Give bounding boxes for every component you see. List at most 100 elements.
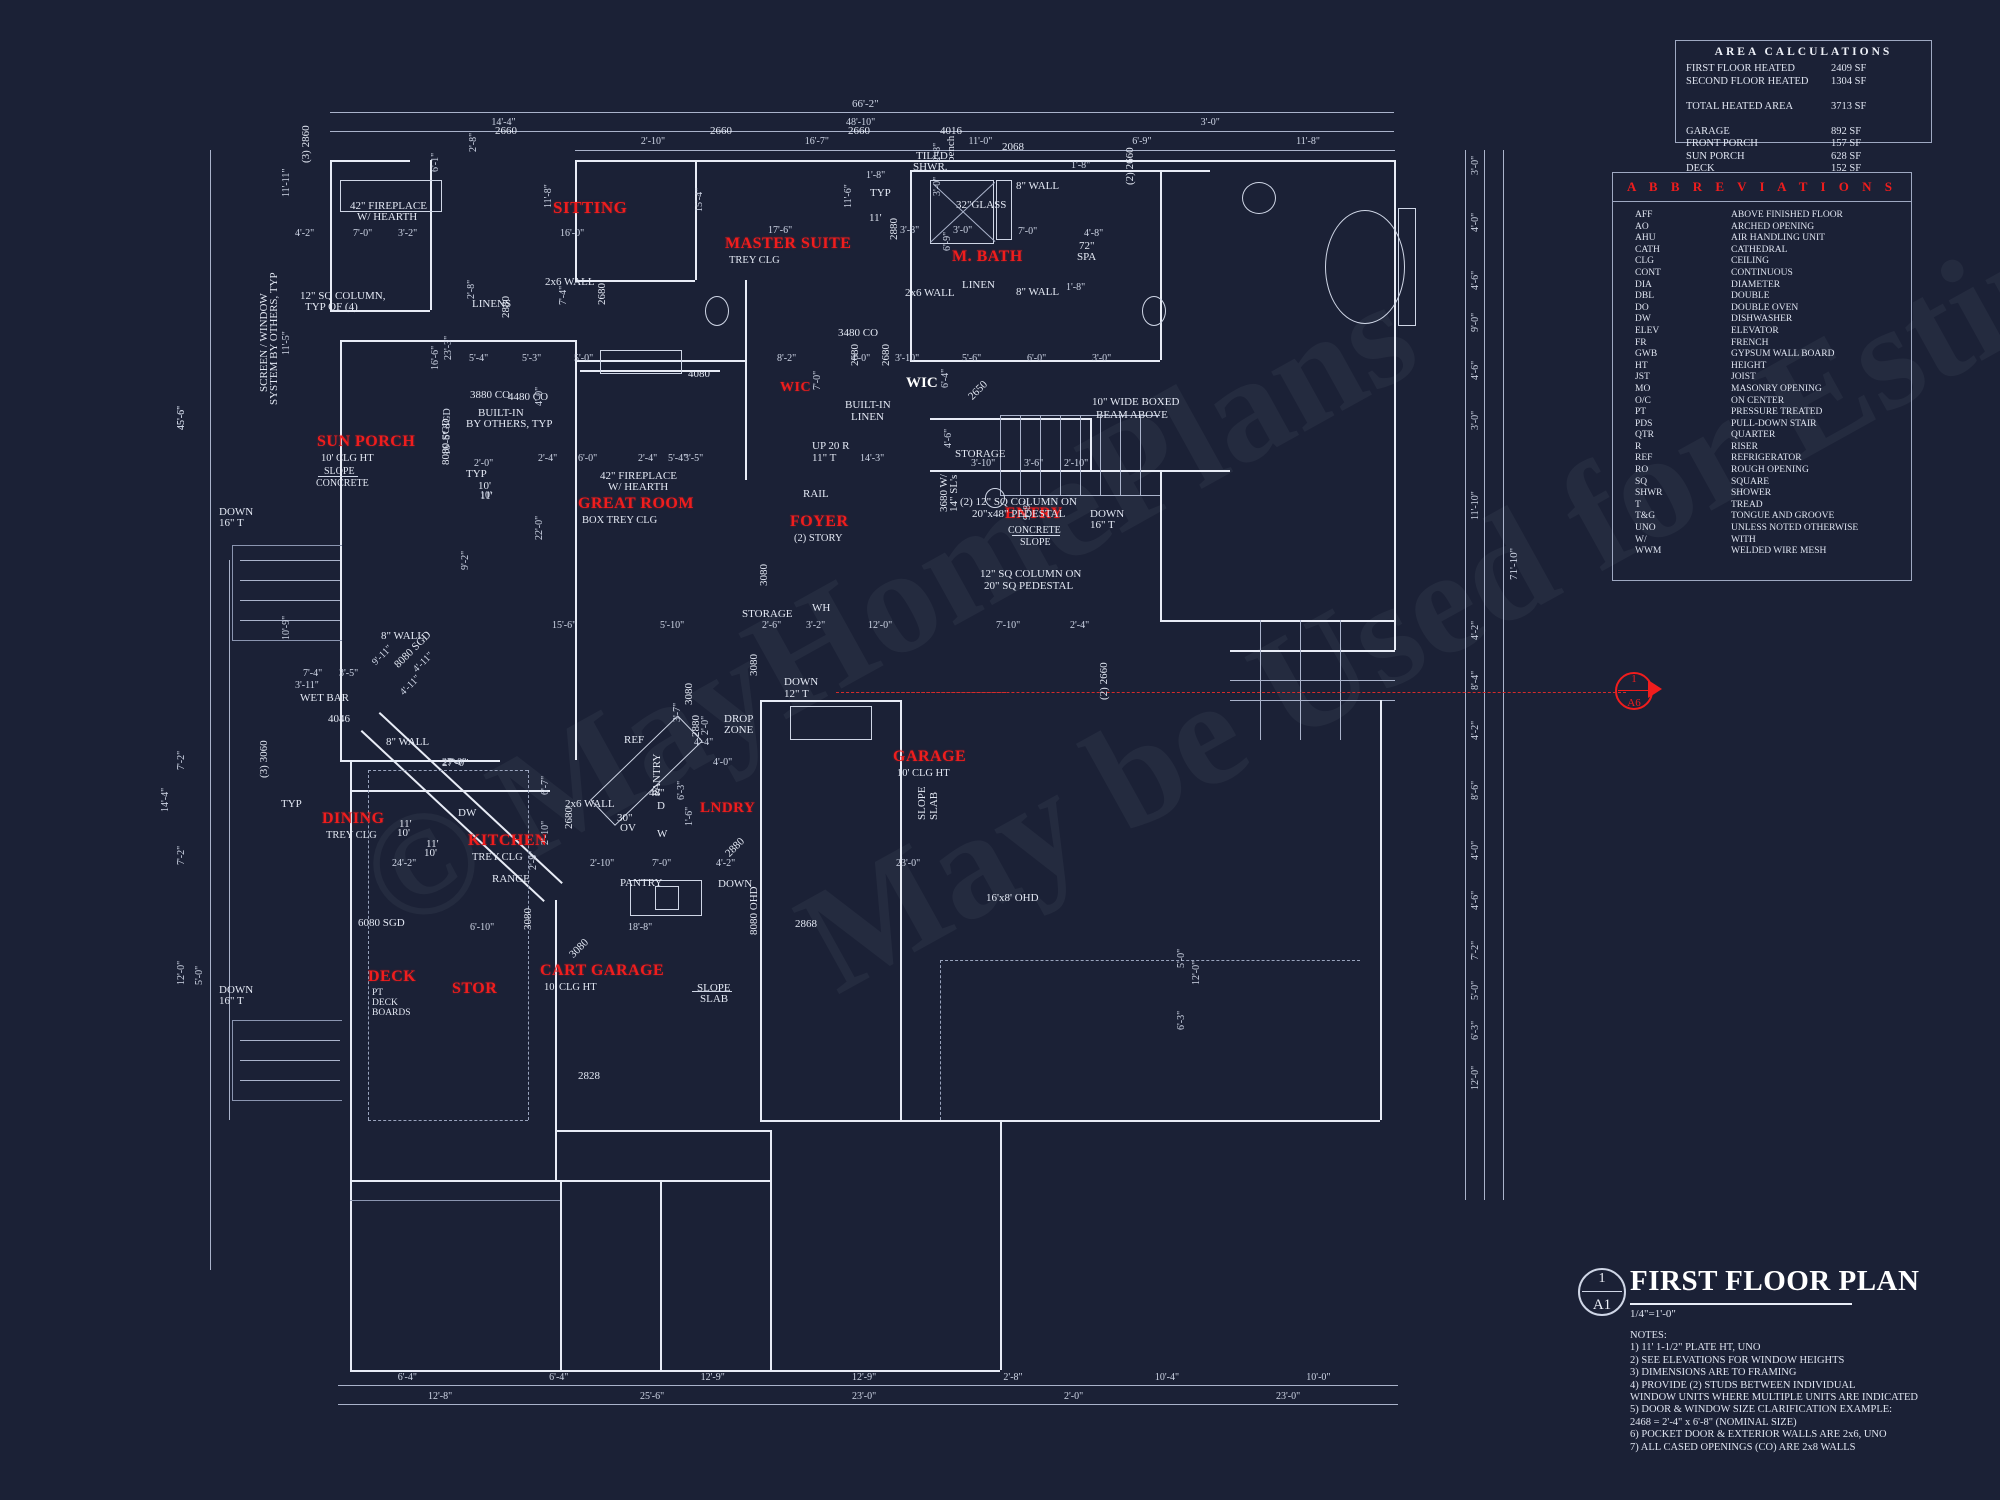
dimension-label: 23'-0": [896, 858, 921, 869]
dimension-label: 3'-10": [895, 353, 920, 364]
abbreviation-key: GWB: [1635, 349, 1658, 360]
abbreviation-key: JST: [1635, 372, 1650, 383]
plan-annotation: OV: [620, 822, 636, 834]
plan-annotation: SPA: [1077, 251, 1097, 263]
plan-annotation: 8" WALL: [1016, 286, 1060, 298]
dimension-label: 23'-3": [443, 335, 454, 360]
dimension-chain-value: 11'-0": [968, 136, 993, 147]
room-subnote-deck-deck: DECK: [372, 998, 398, 1008]
plan-annotation: SLAB: [928, 791, 940, 820]
dimension-chain-value: 5'-0": [1470, 980, 1481, 1000]
dimension-label: 7'-0": [652, 858, 672, 869]
room-sublabel: BOX TREY CLG: [582, 515, 658, 526]
plan-annotation: 11" T: [812, 452, 837, 464]
abbreviation-key: R: [1635, 441, 1642, 452]
note-line: 5) DOOR & WINDOW SIZE CLARIFICATION EXAM…: [1630, 1404, 1893, 1416]
abbreviation-key: DIA: [1635, 279, 1652, 290]
plan-annotation: 3080: [683, 683, 695, 705]
dimension-chain-value: 4'-2": [1470, 720, 1481, 740]
dimension-label: 5'-0": [194, 965, 205, 985]
plan-annotation: DOWN: [1090, 508, 1125, 520]
dimension-chain-value: 4'-6": [1470, 270, 1481, 290]
plan-annotation: 2660: [848, 125, 870, 137]
dimension-chain-value: 14'-4": [491, 117, 516, 128]
area-calc-label: TOTAL HEATED AREA: [1686, 100, 1794, 112]
abbreviation-key: DW: [1635, 314, 1651, 325]
section-marker-arrow: [1648, 680, 1662, 698]
area-calc-value: 152 SF: [1831, 163, 1862, 174]
plan-annotation: 10': [424, 847, 437, 859]
dimension-label: 6'-1": [430, 152, 441, 172]
abbreviation-key: WWM: [1635, 546, 1662, 557]
dimension-label: 2'-4": [638, 453, 658, 464]
dimension-label: 27'-0": [442, 757, 467, 768]
entry-slope-arrow: [1012, 535, 1060, 536]
dimension-label: 11'-5": [281, 331, 292, 355]
area-calc-label: SUN PORCH: [1686, 150, 1745, 162]
plan-annotation: SLOPE: [916, 786, 928, 820]
notes-header: NOTES:: [1630, 1330, 1667, 1341]
room-sublabel: TREY CLG: [472, 852, 523, 863]
area-calc-label: FRONT PORCH: [1686, 138, 1758, 149]
dimension-label: 7'-0": [812, 370, 823, 390]
plan-annotation: SLOPE: [697, 982, 731, 994]
dimension-chain-value: 4'-6": [1470, 890, 1481, 910]
plan-annotation: DOWN: [219, 984, 254, 996]
dimension-chain-value: 9'-0": [1470, 312, 1481, 332]
detail-bubble: 1 A1: [1578, 1268, 1626, 1316]
room-label-wic: WIC: [780, 380, 812, 395]
abbreviation-key: PDS: [1635, 418, 1653, 429]
note-line: WINDOW UNITS WHERE MULTIPLE UNITS ARE IN…: [1630, 1392, 1918, 1404]
plan-annotation: 20"x48" PEDESTAL: [972, 508, 1066, 520]
plan-annotation: BY OTHERS, TYP: [466, 418, 553, 430]
dimension-label: 16'-6" SGD: [442, 408, 453, 455]
dimension-label: 9'-2": [460, 550, 471, 570]
dimension-label: 6'-9": [942, 231, 953, 251]
abbreviation-value: UNLESS NOTED OTHERWISE: [1731, 523, 1859, 534]
dimension-chain-value: 11'-10": [1470, 491, 1481, 520]
plan-annotation: DOWN: [718, 878, 753, 890]
plan-annotation: (2) 2660: [1124, 147, 1136, 185]
bubble-divider: [1582, 1291, 1622, 1292]
room-subnote-entry-concrete: CONCRETE: [1008, 525, 1061, 536]
plan-annotation: 48": [649, 787, 665, 799]
plan-annotation: 2680: [596, 283, 608, 305]
dimension-chain-value: 4'-6": [1470, 360, 1481, 380]
page-title: FIRST FLOOR PLAN: [1630, 1265, 1920, 1297]
dimension-label: 7'-4": [303, 668, 323, 679]
abbreviation-value: DOUBLE: [1731, 291, 1770, 302]
plan-annotation: (2) 12" SQ COLUMN ON: [960, 496, 1077, 508]
plan-annotation: 10" WIDE BOXED: [1092, 396, 1180, 408]
plan-annotation: 8080 OHD: [748, 886, 760, 935]
plan-annotation: DROP: [724, 713, 754, 725]
section-marker-number: 1: [1631, 673, 1637, 685]
abbreviation-value: WELDED WIRE MESH: [1731, 546, 1827, 557]
area-calc-value: 157 SF: [1831, 138, 1862, 149]
dimension-label: 3'-7": [672, 702, 683, 722]
plan-annotation: ZONE: [724, 724, 754, 736]
plan-annotation: TYP: [870, 187, 891, 199]
slope-arrow: [318, 476, 358, 477]
plan-annotation: 2880: [500, 296, 512, 318]
area-calc-label: [1686, 88, 1831, 101]
dimension-label: 3'-2": [806, 620, 826, 631]
dimension-chain-value: 12'-8": [428, 1391, 453, 1402]
dimension-label: 4'-6": [943, 428, 954, 448]
area-calc-label: SECOND FLOOR HEATED: [1686, 75, 1809, 87]
dimension-label: 4'-0": [713, 757, 733, 768]
abbreviation-key: CONT: [1635, 267, 1661, 278]
abbreviation-value: AIR HANDLING UNIT: [1731, 233, 1825, 244]
dimension-label: 2'-4": [538, 453, 558, 464]
plan-annotation: W/ HEARTH: [608, 481, 669, 493]
dimension-label: 16'-6": [430, 345, 441, 370]
plan-annotation: SYSTEM BY OTHERS, TYP: [268, 272, 280, 405]
